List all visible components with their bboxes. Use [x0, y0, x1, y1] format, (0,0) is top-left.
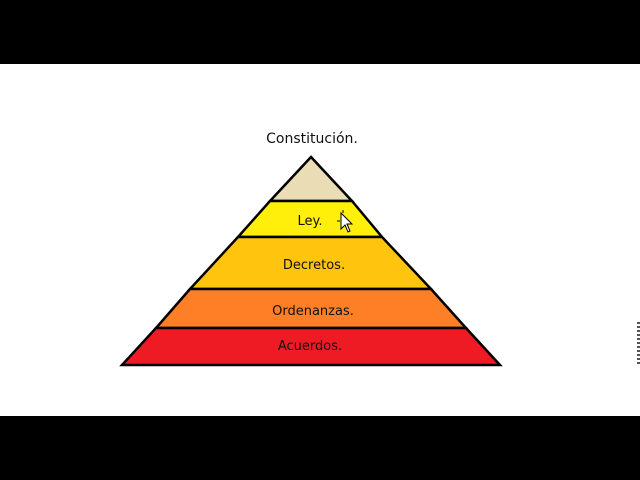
pyramid-apex-label: Constitución. — [266, 131, 358, 147]
pyramid-label-decretos: Decretos. — [283, 258, 345, 273]
scroll-edge-marker — [637, 322, 640, 366]
pyramid-label-acuerdos: Acuerdos. — [278, 339, 342, 354]
pyramid-label-ley: Ley. — [298, 214, 323, 229]
mouse-cursor-icon — [337, 210, 354, 233]
pyramid-level-apex — [267, 155, 355, 203]
letterbox-top — [0, 0, 640, 64]
pyramid-level-acuerdos — [119, 326, 503, 367]
pyramid-label-ordenanzas: Ordenanzas. — [272, 304, 354, 319]
letterbox-bottom — [0, 416, 640, 480]
